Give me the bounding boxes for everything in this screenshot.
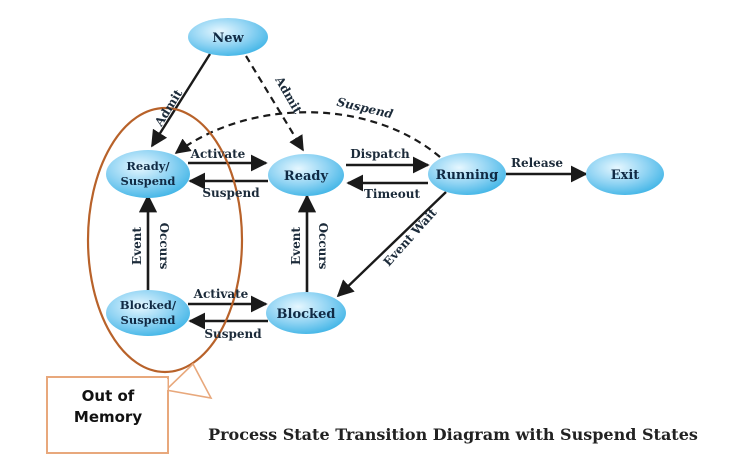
event-wait-label: Event Wait [381,205,440,269]
event-occurs-mid-label-line2: Occurs [316,223,330,270]
state-ready-suspend-label-line1: Ready/ [126,159,170,173]
state-blocked-suspend-label-line2: Suspend [121,313,176,327]
state-ready-suspend-label-line2: Suspend [121,174,176,188]
admit-edge-to-ready [245,55,304,152]
state-blocked-label: Blocked [277,307,336,322]
state-running-label: Running [436,168,499,183]
event-wait-edge [336,191,447,298]
dispatch-label: Dispatch [350,147,410,161]
state-exit: Exit [586,153,664,195]
state-ready: Ready [268,154,344,196]
release-label: Release [511,156,563,170]
state-ready-suspend: Ready/ Suspend [106,150,190,198]
callout-text-line1: Out of [82,387,135,405]
out-of-memory-highlight [86,106,244,374]
suspend-label-bottom: Suspend [204,327,262,341]
state-blocked: Blocked [266,292,346,334]
state-ready-label: Ready [284,169,329,184]
out-of-memory-callout [46,376,169,454]
event-occurs-left-label-line2: Occurs [157,223,171,270]
state-new: New [188,18,268,56]
activate-label-bottom: Activate [193,287,249,301]
suspend-label-mid: Suspend [202,186,260,200]
activate-label-top: Activate [190,147,246,161]
admit-label-right: Admit [272,73,305,116]
event-occurs-left-label-line1: Event [130,227,144,265]
state-new-label: New [212,31,244,46]
callout-pointer [164,362,213,400]
state-exit-label: Exit [611,168,640,183]
event-occurs-mid-label-line1: Event [289,227,303,265]
state-blocked-suspend: Blocked/ Suspend [106,290,190,336]
diagram-caption: Process State Transition Diagram with Su… [208,425,698,444]
suspend-label-top: Suspend [335,95,395,122]
callout-text-line2: Memory [74,408,142,426]
state-blocked-suspend-label-line1: Blocked/ [120,298,177,312]
suspend-arc-edge [174,111,441,158]
state-running: Running [428,153,506,195]
timeout-label: Timeout [364,187,421,201]
admit-edge-to-ready-suspend [150,53,212,148]
